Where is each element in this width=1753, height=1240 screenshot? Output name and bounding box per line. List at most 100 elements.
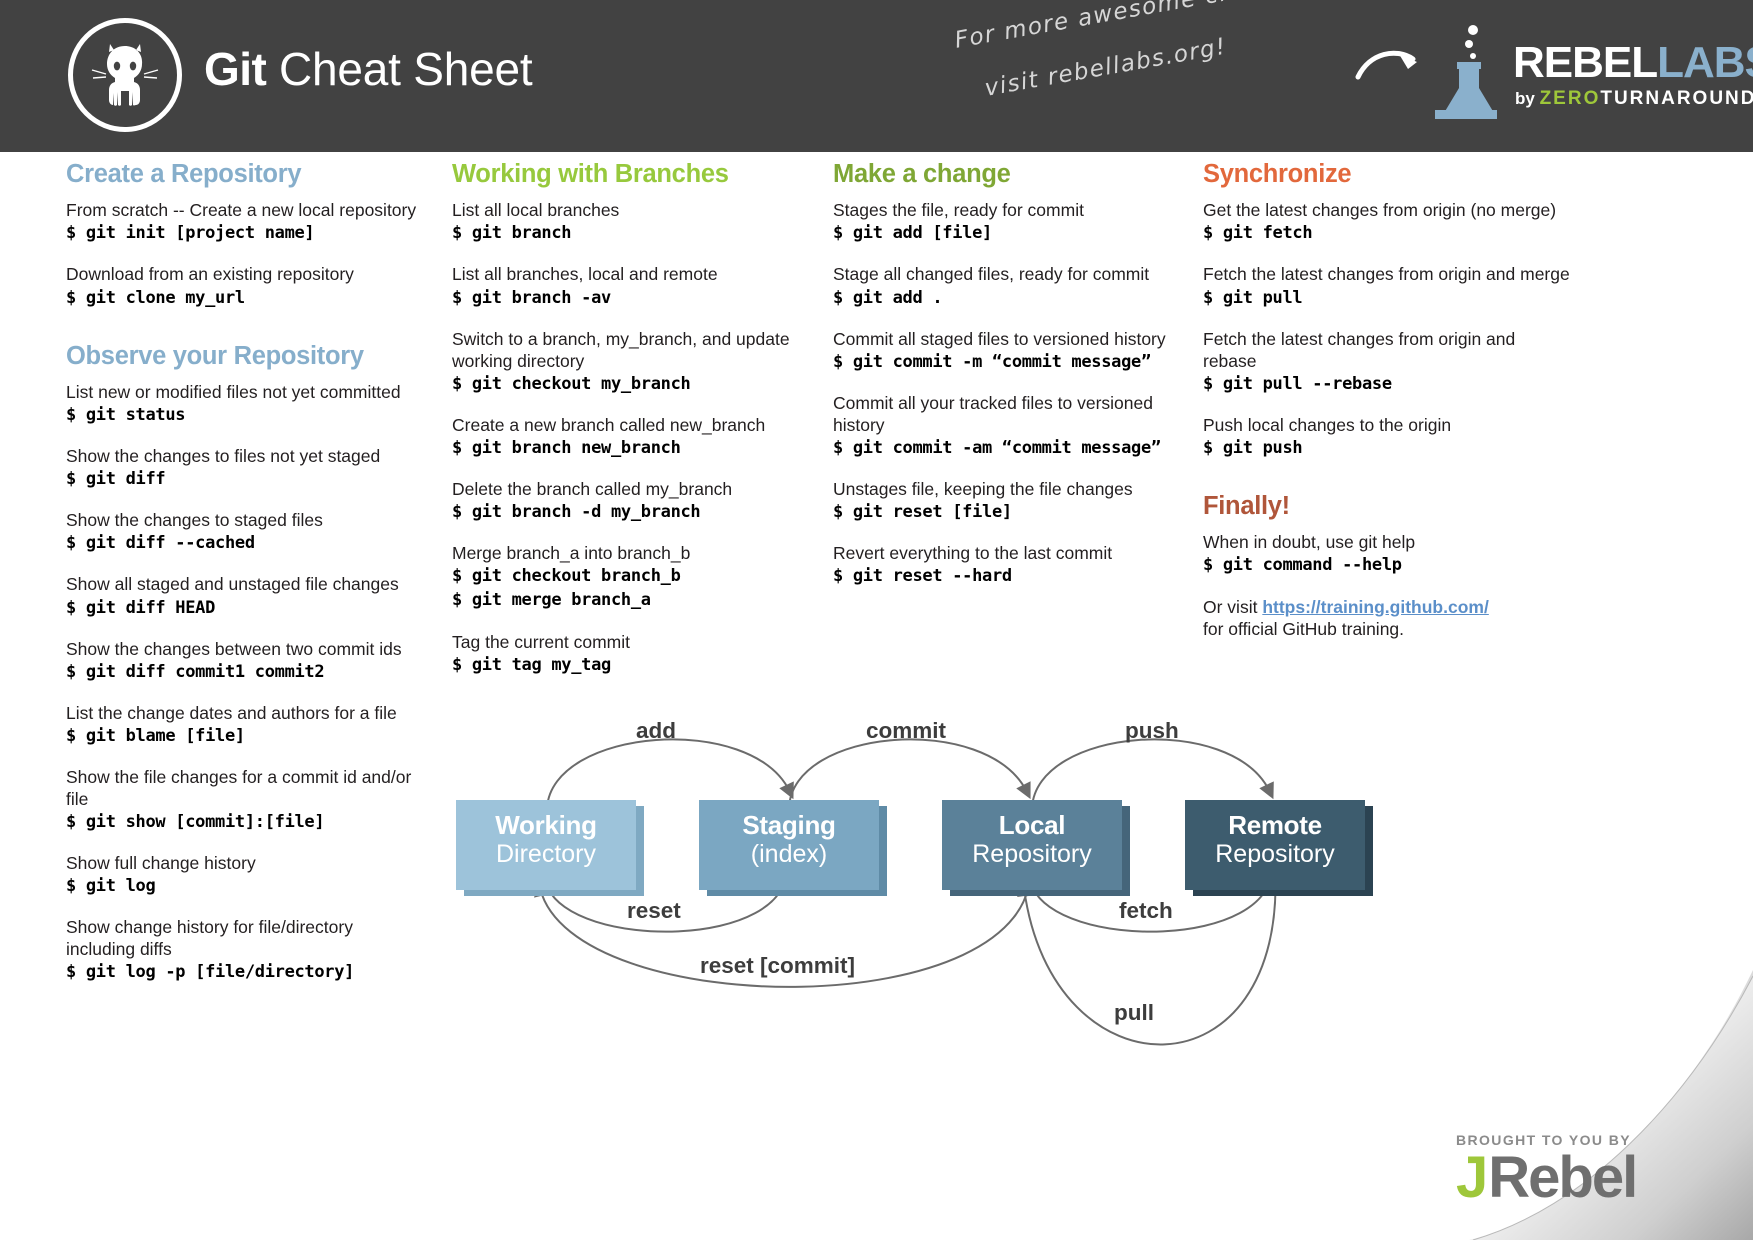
item-description: Show change history for file/directory i… xyxy=(66,917,353,960)
diagram-arrows xyxy=(534,738,1277,1046)
flow-label-commit: commit xyxy=(866,718,947,743)
item-description: Fetch the latest changes from origin and… xyxy=(1203,264,1570,285)
item-command: $ git init [project name] xyxy=(66,223,315,244)
cheat-item: Show all staged and unstaged file change… xyxy=(66,573,426,619)
jrebel-wordmark: JRebel xyxy=(1456,1149,1638,1207)
box-line-1: Remote xyxy=(1228,810,1322,840)
box-line-1: Working xyxy=(495,810,597,840)
box-line-2: Repository xyxy=(972,840,1092,869)
flask-icon xyxy=(1435,25,1497,119)
cheat-item: Commit all your tracked files to version… xyxy=(833,392,1193,460)
cheat-item: Download from an existing repository $ g… xyxy=(66,263,426,309)
training-link[interactable]: https://training.github.com/ xyxy=(1262,596,1489,617)
section-heading-make-a-change: Make a change xyxy=(833,160,1011,188)
curved-arrow-icon xyxy=(1355,50,1417,80)
item-command: $ git add [file] xyxy=(833,223,992,244)
item-command: $ git log xyxy=(66,876,156,897)
brought-to-you-by-label: BROUGHT TO YOU BY xyxy=(1456,1132,1631,1148)
cheat-item: Show the changes to files not yet staged… xyxy=(66,445,426,491)
cheat-item: Revert everything to the last commit $ g… xyxy=(833,542,1193,588)
item-description: Tag the current commit xyxy=(452,631,630,652)
item-description: Show full change history xyxy=(66,853,256,874)
page-header: Git Cheat Sheet For more awesome cheat s… xyxy=(0,0,1753,152)
section-heading-create-a-repository: Create a Repository xyxy=(66,160,302,188)
section-heading-finally: Finally! xyxy=(1203,492,1290,521)
item-description: Delete the branch called my_branch xyxy=(452,479,733,500)
cheat-item: Stage all changed files, ready for commi… xyxy=(833,263,1193,309)
item-command: $ git clone my_url xyxy=(66,287,245,308)
column-branches: Working with Branches List all local bra… xyxy=(452,160,812,695)
rebellabs-logo: REBELLABS by ZEROTURNAROUND xyxy=(1425,18,1753,128)
item-description: Show all staged and unstaged file change… xyxy=(66,574,399,595)
box-line-2: Repository xyxy=(1215,840,1335,869)
cheat-item: When in doubt, use git help $ git comman… xyxy=(1203,531,1573,577)
item-command: $ git branch -av xyxy=(452,287,611,308)
cheat-item: Show full change history $ git log xyxy=(66,852,426,898)
cheat-item: Tag the current commit $ git tag my_tag xyxy=(452,631,812,677)
github-logo xyxy=(68,18,182,132)
item-command: $ git log -p [file/directory] xyxy=(66,962,355,983)
item-description: When in doubt, use git help xyxy=(1203,532,1416,553)
cheat-item: Get the latest changes from origin (no m… xyxy=(1203,199,1573,245)
item-description: Get the latest changes from origin (no m… xyxy=(1203,200,1557,221)
cheat-item: Show the changes to staged files $ git d… xyxy=(66,509,426,555)
git-flow-diagram: Working Directory Staging (index) Local … xyxy=(452,700,1462,1130)
item-command: $ git fetch xyxy=(1203,223,1313,244)
item-description: Fetch the latest changes from origin and… xyxy=(1203,328,1516,371)
item-command: $ git commit -am “commit message” xyxy=(833,437,1161,458)
item-description: Switch to a branch, my_branch, and updat… xyxy=(452,328,790,371)
item-description: List all local branches xyxy=(452,200,620,221)
item-command: $ git add . xyxy=(833,287,943,308)
box-line-1: Staging xyxy=(742,810,836,840)
cheat-item: Delete the branch called my_branch $ git… xyxy=(452,478,812,524)
item-command: $ git pull xyxy=(1203,287,1303,308)
item-command: $ git push xyxy=(1203,437,1303,458)
logo-labs: LABS xyxy=(1657,38,1753,87)
item-command: $ git pull --rebase xyxy=(1203,373,1392,394)
item-description: Show the changes to files not yet staged xyxy=(66,446,381,467)
item-description: Create a new branch called new_branch xyxy=(452,414,766,435)
diagram-box-working-directory: Working Directory xyxy=(456,800,636,890)
flow-label-reset-commit: reset [commit] xyxy=(700,953,856,978)
flow-label-reset: reset xyxy=(627,898,681,923)
item-command: $ git diff HEAD xyxy=(66,597,216,618)
diagram-box-local-repository: Local Repository xyxy=(942,800,1122,890)
page-curl-fold xyxy=(1469,970,1753,1240)
item-description: Push local changes to the origin xyxy=(1203,414,1452,435)
item-description: List all branches, local and remote xyxy=(452,264,718,285)
item-command: $ git checkout branch_b xyxy=(452,566,681,587)
item-command: $ git command --help xyxy=(1203,555,1402,576)
cheat-item: List the change dates and authors for a … xyxy=(66,702,426,748)
item-description: Merge branch_a into branch_b xyxy=(452,543,691,564)
item-command: $ git branch xyxy=(452,223,572,244)
box-line-1: Local xyxy=(998,810,1066,840)
section-heading-observe-your-repository: Observe your Repository xyxy=(66,341,364,370)
jrebel-footer: BROUGHT TO YOU BY JRebel xyxy=(1456,1132,1638,1207)
box-line-2: (index) xyxy=(750,840,828,869)
item-command: $ git branch -d my_branch xyxy=(452,502,701,523)
cheat-item: From scratch -- Create a new local repos… xyxy=(66,199,426,245)
cheat-item: List all branches, local and remote $ gi… xyxy=(452,263,812,309)
column-create-observe: Create a Repository From scratch -- Crea… xyxy=(66,160,426,1003)
cheat-item: Show change history for file/directory i… xyxy=(66,916,426,984)
logo-by: by xyxy=(1515,89,1540,108)
column-synchronize-finally: Synchronize Get the latest changes from … xyxy=(1203,160,1573,658)
section-heading-synchronize: Synchronize xyxy=(1203,160,1352,188)
item-command: $ git diff commit1 commit2 xyxy=(66,661,325,682)
jrebel-rebel: Rebel xyxy=(1488,1145,1638,1210)
cheat-item: Create a new branch called new_branch $ … xyxy=(452,414,812,460)
cheat-item: List all local branches $ git branch xyxy=(452,199,812,245)
item-command: $ git commit -m “commit message” xyxy=(833,351,1151,372)
cheat-item: Stages the file, ready for commit $ git … xyxy=(833,199,1193,245)
logo-zero: ZERO xyxy=(1539,88,1601,109)
item-description: Unstages file, keeping the file changes xyxy=(833,479,1133,500)
cheat-item: Switch to a branch, my_branch, and updat… xyxy=(452,328,812,396)
item-command: $ git merge branch_a xyxy=(452,590,651,611)
cheat-item: Show the file changes for a commit id an… xyxy=(66,766,426,834)
item-command: $ git status xyxy=(66,405,186,426)
cheat-item: Unstages file, keeping the file changes … xyxy=(833,478,1193,524)
item-description: From scratch -- Create a new local repos… xyxy=(66,200,417,221)
page-title: Git Cheat Sheet xyxy=(204,42,533,96)
item-description: List the change dates and authors for a … xyxy=(66,702,397,723)
